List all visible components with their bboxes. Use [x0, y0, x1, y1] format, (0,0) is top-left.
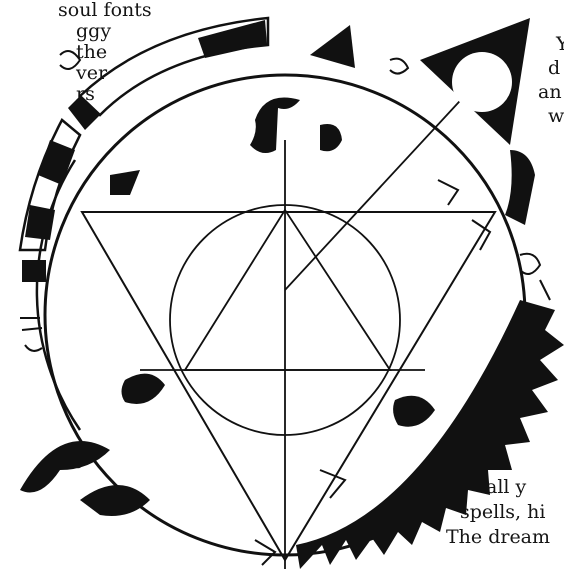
glyph-bottom-left-2-icon [80, 485, 150, 516]
sawtooth-border [296, 300, 564, 569]
glyph-mini-bottom-icon [320, 470, 345, 498]
glyph-top-right-icon [320, 124, 342, 151]
glyph-left-icon [110, 170, 140, 195]
glyph-lower-left-icon [122, 374, 166, 404]
diagonal-line [285, 90, 470, 290]
glyph-lower-right-icon [393, 396, 435, 427]
glyph-right-stem-icon [540, 280, 550, 300]
glyph-right-icon [505, 150, 535, 225]
small-triangle-icon [310, 25, 355, 68]
glyph-right-mid-icon [520, 254, 540, 274]
glyph-top-left-icon [60, 51, 80, 69]
upward-triangle [185, 210, 390, 370]
glyph-top-mid-icon [390, 59, 408, 74]
glyph-mini-right-2-icon [438, 180, 458, 205]
glyph-top-icon [250, 98, 300, 154]
glyph-bottom-left-icon [20, 441, 110, 493]
